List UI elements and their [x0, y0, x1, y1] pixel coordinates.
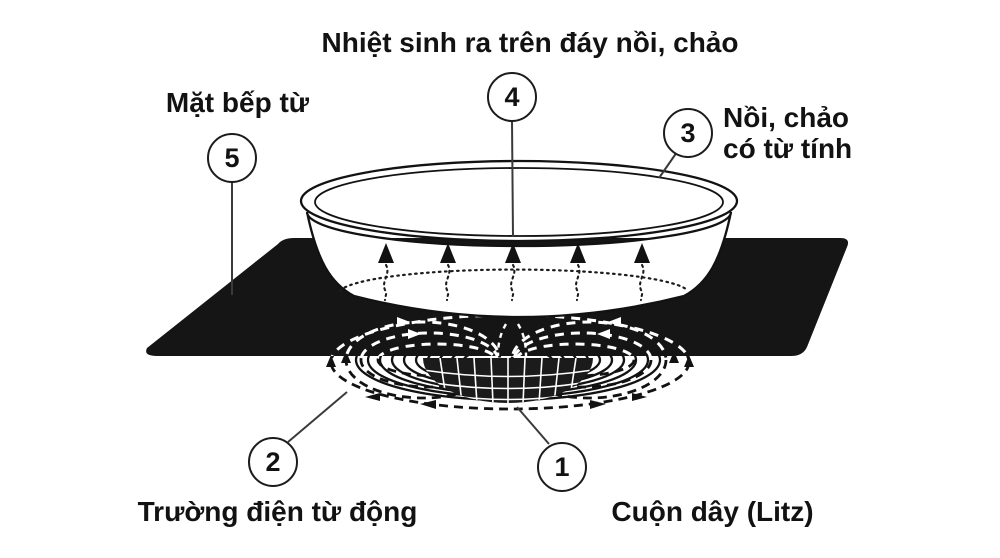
label-field: Trường điện từ động	[137, 496, 418, 527]
coil-winding-mesh	[423, 358, 593, 403]
callout-circle-surface: 5	[207, 133, 257, 183]
pan-bottom-dotted-line	[338, 268, 690, 293]
label-pot: Nồi, chảo có từ tính	[723, 102, 853, 164]
callout-circle-coil: 1	[537, 442, 587, 492]
callout-circle-heat: 4	[487, 72, 537, 122]
label-surface: Mặt bếp từ	[165, 87, 310, 118]
label-heat: Nhiệt sinh ra trên đáy nồi, chảo	[321, 27, 739, 58]
callout-circle-pot: 3	[663, 108, 713, 158]
field-arrows-lower	[326, 351, 694, 409]
label-coil: Cuộn dây (Litz)	[611, 496, 814, 527]
field-arrows-upper	[397, 317, 621, 339]
callout-circle-field: 2	[248, 437, 298, 487]
pot-pan	[299, 159, 739, 319]
heat-arrows	[378, 243, 650, 302]
leader-lines	[231, 120, 678, 445]
